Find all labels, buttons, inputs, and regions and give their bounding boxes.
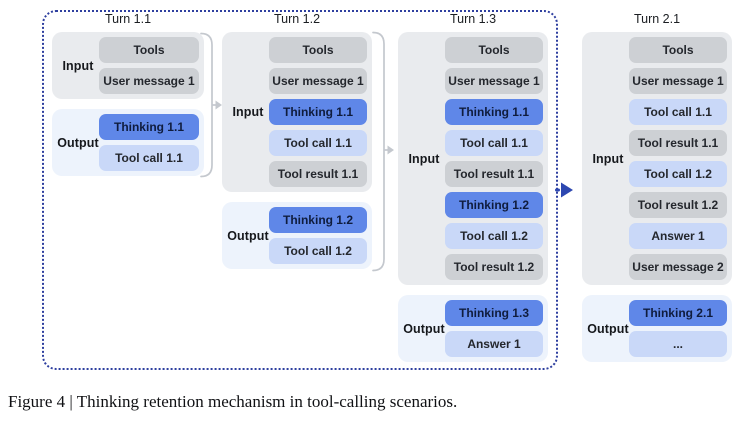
context-box: Tool result 1.1 <box>269 161 367 187</box>
thinking-box: Thinking 1.1 <box>445 99 543 125</box>
context-box: Tools <box>629 37 727 63</box>
turn-title: Turn 2.1 <box>633 12 681 26</box>
input-label: Input <box>232 105 264 119</box>
output-box-stack: Thinking 2.1... <box>629 300 727 357</box>
context-box: User message 1 <box>269 68 367 94</box>
figure-caption: Figure 4 | Thinking retention mechanism … <box>8 392 458 411</box>
context-box: Tool result 1.1 <box>445 161 543 187</box>
context-box: User message 1 <box>445 68 543 94</box>
context-box: Tool result 1.1 <box>629 130 727 156</box>
thinking-box: Thinking 1.2 <box>269 207 367 233</box>
model-action-box: Tool call 1.1 <box>269 130 367 156</box>
next-turn-arrow-icon <box>555 182 573 198</box>
output-label: Output <box>57 135 99 150</box>
input-label: Input <box>592 151 624 166</box>
output-label: Output <box>227 228 269 243</box>
output-label: Output <box>587 321 629 336</box>
context-box: Tool result 1.2 <box>629 192 727 218</box>
context-box: Tool result 1.2 <box>445 254 543 280</box>
model-action-box: Tool call 1.1 <box>99 145 199 171</box>
context-box: User message 2 <box>629 254 727 280</box>
thinking-box: Thinking 1.3 <box>445 300 543 326</box>
output-section: Output Thinking 2.1... <box>582 295 732 362</box>
model-action-box: Tool call 1.1 <box>445 130 543 156</box>
model-action-box: Tool call 1.1 <box>629 99 727 125</box>
model-action-box: Answer 1 <box>629 223 727 249</box>
thinking-box: Thinking 1.2 <box>445 192 543 218</box>
turn-title: Turn 1.1 <box>104 12 152 26</box>
input-label: Input <box>62 58 94 73</box>
context-box: User message 1 <box>629 68 727 94</box>
output-label: Output <box>403 321 445 336</box>
context-box: Tools <box>269 37 367 63</box>
model-action-box: Tool call 1.2 <box>629 161 727 187</box>
model-action-box: Tool call 1.2 <box>269 238 367 264</box>
context-box: Tools <box>445 37 543 63</box>
input-label: Input <box>408 151 440 166</box>
model-action-box: Answer 1 <box>445 331 543 357</box>
context-box: Tools <box>99 37 199 63</box>
model-action-box: Tool call 1.2 <box>445 223 543 249</box>
context-box: User message 1 <box>99 68 199 94</box>
thinking-box: Thinking 2.1 <box>629 300 727 326</box>
turn-title: Turn 1.3 <box>449 12 497 26</box>
thinking-box: Thinking 1.1 <box>99 114 199 140</box>
model-action-box: ... <box>629 331 727 357</box>
thinking-box: Thinking 1.1 <box>269 99 367 125</box>
turn-title: Turn 1.2 <box>273 12 321 26</box>
